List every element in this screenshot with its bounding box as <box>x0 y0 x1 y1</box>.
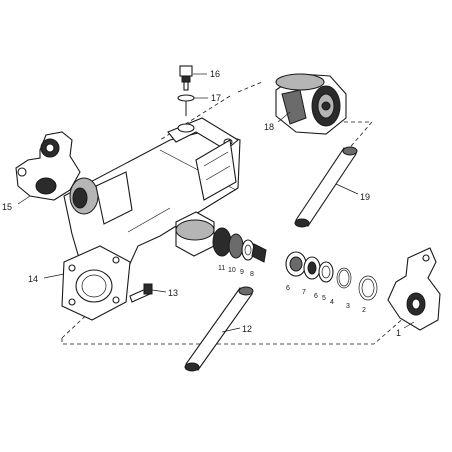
label-6: 6 <box>286 285 290 292</box>
label-17: 17 <box>211 93 221 103</box>
label-9: 9 <box>240 269 244 276</box>
differential-assembly <box>275 73 347 135</box>
axle-housing <box>61 117 241 321</box>
label-3: 3 <box>346 303 350 310</box>
label-15: 15 <box>2 202 12 212</box>
part-number-labels: 16 17 18 19 15 14 13 12 1 11 10 9 8 6 7 … <box>2 69 401 338</box>
label-2: 2 <box>362 307 366 314</box>
label-6b: 6 <box>314 293 318 300</box>
label-14: 14 <box>28 274 38 284</box>
label-10: 10 <box>228 267 236 274</box>
label-16: 16 <box>210 69 220 79</box>
axle-shaft-upper <box>294 146 358 228</box>
axle-shaft-lower <box>184 286 254 372</box>
label-12: 12 <box>242 324 252 334</box>
label-18: 18 <box>264 122 274 132</box>
label-11: 11 <box>218 265 225 272</box>
leader-lines <box>17 73 415 333</box>
label-8: 8 <box>250 271 254 278</box>
right-mounting-bracket <box>387 247 441 331</box>
label-4: 4 <box>330 299 334 306</box>
pinion-gear-set <box>175 211 267 263</box>
left-mounting-bracket <box>15 131 81 201</box>
bearing-washer-stack <box>285 251 378 301</box>
label-19: 19 <box>360 192 370 202</box>
label-5: 5 <box>322 295 326 302</box>
label-13: 13 <box>168 288 178 298</box>
label-1: 1 <box>396 328 401 338</box>
bolt <box>129 283 153 303</box>
vent-plug <box>177 65 195 116</box>
label-7: 7 <box>302 289 306 296</box>
